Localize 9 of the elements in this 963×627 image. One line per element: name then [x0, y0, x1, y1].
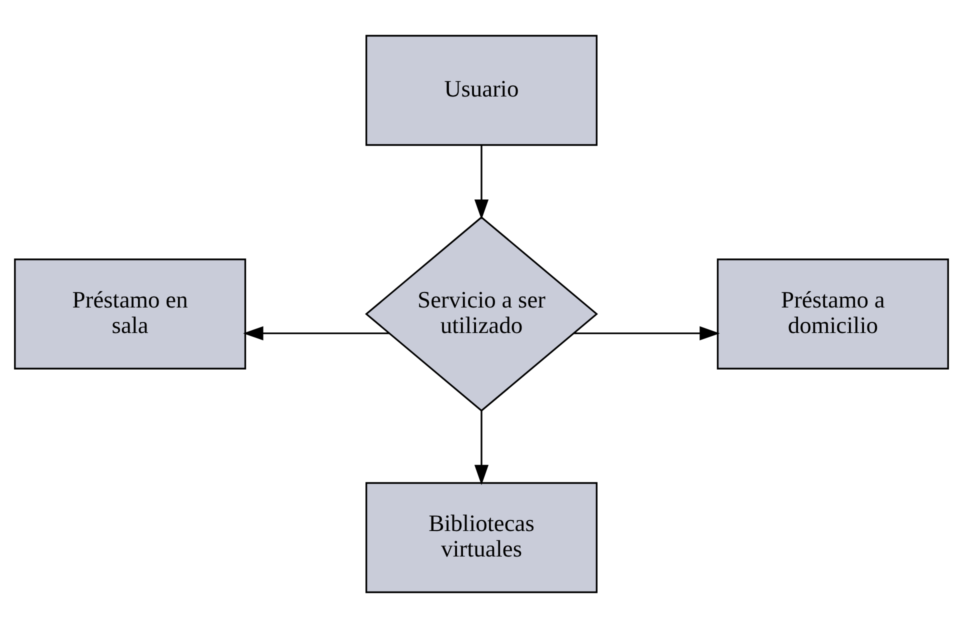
node-box: Préstamo a domicilio — [716, 258, 949, 369]
arrow — [243, 326, 390, 340]
node-box: Préstamo en sala — [14, 258, 246, 369]
arrow — [474, 410, 489, 485]
arrow — [474, 144, 489, 220]
node-box: Usuario — [365, 34, 598, 146]
node-box: Bibliotecas virtuales — [365, 482, 598, 593]
node-diamond: Servicio a ser utilizado — [365, 216, 598, 412]
arrow — [574, 326, 720, 340]
